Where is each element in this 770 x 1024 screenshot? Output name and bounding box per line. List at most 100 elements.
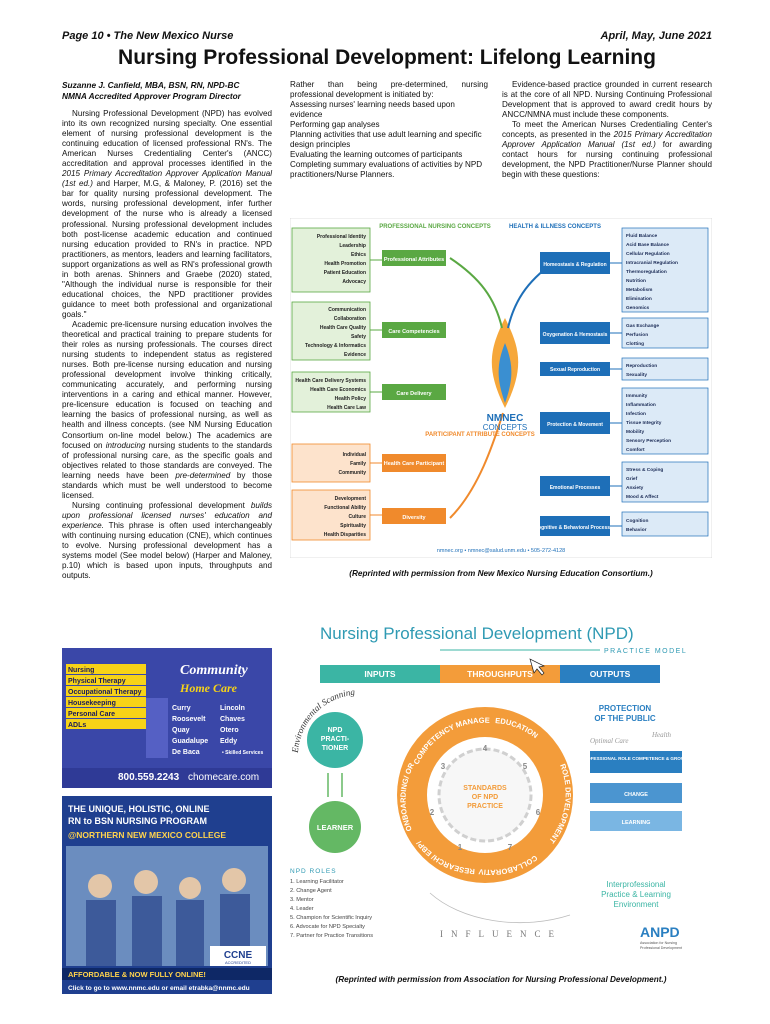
paragraph: Rather than being pre-determined, nursin…: [290, 80, 488, 100]
anpd-logo-sub: Association for Nursing: [640, 941, 677, 945]
npd-title: Nursing Professional Development (NPD): [320, 624, 634, 643]
nmnec-term: Fluid Balance: [626, 233, 658, 239]
npd-center: PRACTICE: [467, 803, 503, 810]
ad-community-home-care[interactable]: Nursing Physical Therapy Occupational Th…: [62, 648, 272, 788]
nmnec-health-box: Oxygenation & Hemostasis: [543, 332, 608, 338]
list-item: Assessing nurses' learning needs based u…: [290, 100, 455, 120]
article-title: Nursing Professional Development: Lifelo…: [118, 46, 656, 69]
author-name: Suzanne J. Canfield, MBA, BSN, RN, NPD-B…: [62, 80, 240, 90]
npd-center: OF NPD: [472, 794, 498, 801]
nmnec-term: Mood & Affect: [626, 494, 659, 500]
nmnec-caption: (Reprinted with permission from New Mexi…: [349, 569, 653, 578]
nmnec-term: Genomics: [626, 305, 650, 311]
nmnec-box: Care Competencies: [388, 329, 439, 335]
nmnec-term: Health Care Economics: [310, 387, 366, 393]
ad-county: Curry: [172, 705, 191, 712]
nmnec-term: Cellular Regulation: [626, 251, 670, 257]
nmnec-term: Tissue Integrity: [626, 420, 662, 426]
nmnec-term: Evidence: [344, 352, 366, 358]
nmnec-header-participant: PARTICIPANT ATTRIBUTE CONCEPTS: [425, 432, 534, 438]
nmnec-term: Immunity: [626, 393, 648, 399]
npd-roles-title: NPD ROLES: [290, 868, 337, 875]
npd-role: 1. Learning Facilitator: [290, 879, 344, 885]
paragraph: Nursing Professional Development (NPD) h…: [62, 109, 272, 319]
list-item: Performing gap analyses: [290, 120, 380, 130]
npd-output: CHANGE: [624, 792, 648, 798]
ad-brand-2: Home Care: [179, 681, 238, 695]
nmnec-box: Health Care Participant: [384, 461, 445, 467]
nmnec-term: Health Care Delivery Systems: [295, 378, 366, 384]
nmnec-health-box: Homeostasis & Regulation: [543, 262, 606, 268]
ad-county: Eddy: [220, 738, 237, 745]
anpd-logo-sub: Professional Development: [640, 946, 682, 950]
nm-map-icon: [146, 698, 168, 758]
npd-interprof: Practice & Learning: [601, 890, 671, 899]
ad-county: Quay: [172, 727, 190, 734]
nmnec-term: Anxiety: [626, 485, 644, 491]
ad-headline-1: THE UNIQUE, HOLISTIC, ONLINE: [68, 804, 210, 814]
ad-headline-3: @NORTHERN NEW MEXICO COLLEGE: [68, 830, 226, 840]
ad-service: Housekeeping: [68, 700, 116, 707]
npd-practitioner: NPD: [328, 727, 343, 734]
npd-number: 6: [536, 808, 541, 817]
npd-output: PROFESSIONAL ROLE COMPETENCE & GROWTH: [581, 756, 692, 761]
ad-county: Guadalupe: [172, 738, 208, 745]
nmnec-box: Professional Attributes: [384, 257, 444, 263]
ad-site: chomecare.com: [188, 772, 259, 783]
nmnec-term: Culture: [349, 514, 367, 520]
npd-role: 4. Leader: [290, 906, 314, 912]
ccne-badge-sub: ACCREDITED: [225, 960, 251, 965]
npd-influence: INFLUENCE: [440, 929, 562, 939]
nmnec-term: Thermoregulation: [626, 269, 667, 275]
ad-service: ADLs: [68, 722, 86, 729]
anpd-logo: ANPD: [640, 924, 680, 940]
nmnec-term: Grief: [626, 476, 638, 482]
ad-phone: 800.559.2243: [118, 772, 180, 783]
nmnec-term: Infection: [626, 411, 646, 417]
list-item: Completing summary evaluations of activi…: [290, 160, 483, 180]
nmnec-health-box: Cognitive & Behavioral Processes: [534, 525, 615, 531]
nmnec-term: Nutrition: [626, 278, 646, 284]
ad-county: Otero: [220, 727, 239, 734]
npd-role: 3. Mentor: [290, 897, 314, 903]
nmnec-term: Mobility: [626, 429, 644, 435]
npd-center: STANDARDS: [463, 785, 507, 792]
npd-output: LEARNING: [622, 820, 651, 826]
nmnec-term: Health Care Quality: [320, 325, 366, 331]
nmnec-term: Intracranial Regulation: [626, 260, 678, 266]
nmnec-term: Functional Ability: [324, 505, 366, 511]
npd-practice-model: Nursing Professional Development (NPD) P…: [287, 608, 712, 970]
mouse-cursor-icon: [529, 658, 546, 676]
ad-headline-2: RN to BSN NURSING PROGRAM: [68, 816, 207, 826]
ad-service: Occupational Therapy: [68, 689, 142, 696]
npd-role: 5. Champion for Scientific Inquiry: [290, 915, 372, 921]
nmnec-term: Technology & Informatics: [305, 343, 366, 349]
nmnec-term: Collaboration: [334, 316, 366, 322]
npd-number: 3: [441, 762, 446, 771]
nmnec-term: Metabolism: [626, 287, 652, 293]
nmnec-term: Individual: [343, 452, 367, 458]
ad-service: Personal Care: [68, 711, 115, 718]
nmnec-term: Community: [339, 470, 367, 476]
npd-optimal-care: Optimal Care: [590, 737, 628, 745]
nmnec-term: Behavior: [626, 527, 647, 533]
npd-interprof: Interprofessional: [606, 880, 665, 889]
list-item: Evaluating the learning outcomes of part…: [290, 150, 463, 160]
npd-role: 2. Change Agent: [290, 888, 332, 894]
nmnec-term: Inflammation: [626, 402, 656, 408]
nmnec-concepts-diagram: Professional Identity Leadership Ethics …: [289, 217, 713, 559]
nmnec-logo-text: NMNEC: [487, 413, 524, 424]
npd-interprof: Environment: [614, 900, 660, 909]
ad-nnmc[interactable]: THE UNIQUE, HOLISTIC, ONLINE RN to BSN N…: [62, 796, 272, 994]
nmnec-term: Advocacy: [342, 279, 366, 285]
nmnec-term: Sexuality: [626, 372, 647, 378]
nmnec-term: Family: [350, 461, 366, 467]
npd-throughputs-label: THROUGHPUTS: [467, 669, 533, 679]
npd-role: 6. Advocate for NPD Specialty: [290, 924, 365, 930]
paragraph: To meet the American Nurses Credentialin…: [502, 120, 712, 180]
npd-role: 7. Partner for Practice Transitions: [290, 933, 373, 939]
nmnec-term: Acid Base Balance: [626, 242, 669, 248]
nmnec-health-box: Emotional Processes: [550, 485, 601, 491]
author-byline: Suzanne J. Canfield, MBA, BSN, RN, NPD-B…: [62, 80, 272, 101]
nmnec-term: Health Promotion: [324, 261, 366, 267]
